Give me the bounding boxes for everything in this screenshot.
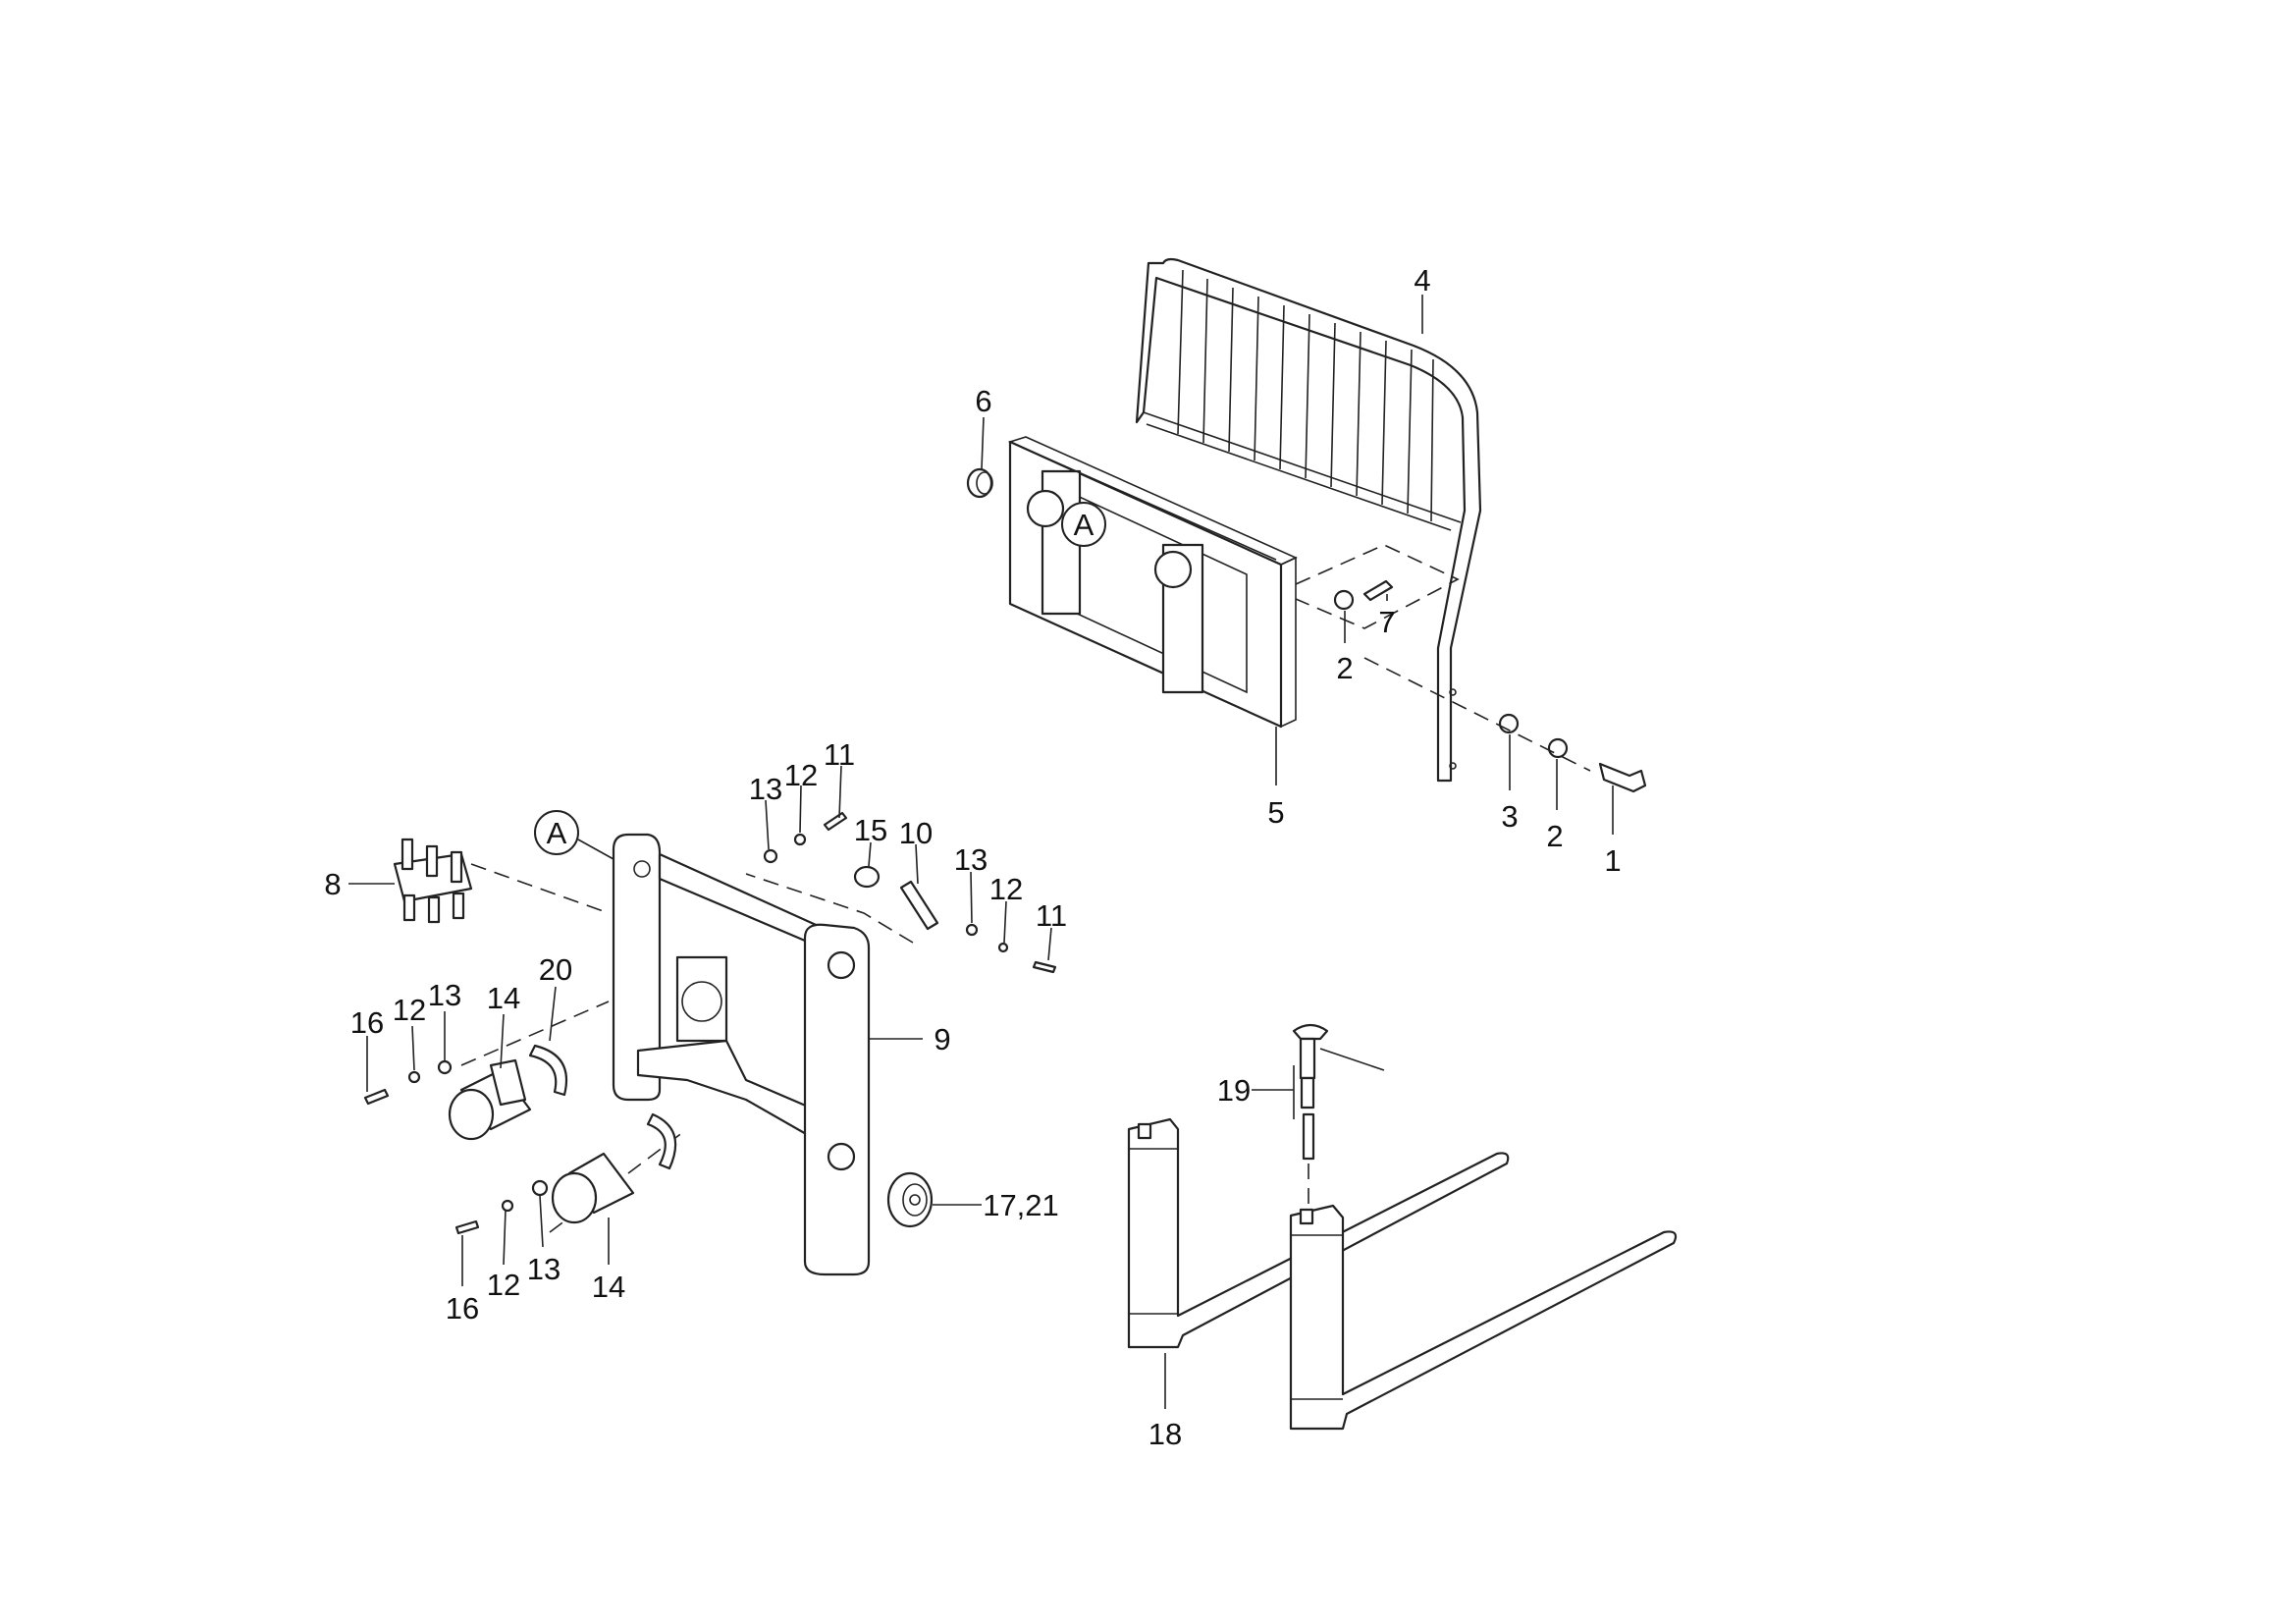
callout-6: 6 — [975, 384, 991, 418]
callout-19: 19 — [1217, 1073, 1251, 1108]
bolt-7 — [1362, 579, 1394, 602]
washer-13-b — [965, 923, 979, 937]
callout-20: 20 — [539, 952, 572, 987]
callout-labels: 1 2 2 3 4 5 6 7 8 9 10 11 11 12 12 12 12… — [324, 263, 1621, 1451]
nut-2 — [1547, 737, 1569, 759]
fork-left — [1127, 1117, 1510, 1349]
callout-8: 8 — [324, 867, 341, 901]
roller-17-21 — [886, 1171, 934, 1228]
svg-text:A: A — [547, 816, 567, 850]
sideshift-frame — [612, 833, 871, 1276]
callout-13: 13 — [527, 1252, 561, 1286]
fork-lock-19 — [1292, 1023, 1385, 1161]
callout-18: 18 — [1148, 1417, 1182, 1451]
screw-11-a — [823, 811, 848, 832]
callout-14: 14 — [487, 981, 520, 1015]
callout-15: 15 — [854, 813, 887, 847]
bushing-6 — [966, 467, 993, 499]
lockwasher-12-b — [997, 942, 1009, 953]
callout-7: 7 — [1378, 605, 1395, 639]
callout-12: 12 — [487, 1268, 520, 1302]
washer-2-top — [1333, 589, 1355, 611]
callout-16: 16 — [446, 1291, 479, 1326]
lockwasher-12-a — [793, 833, 807, 846]
callout-3: 3 — [1501, 799, 1518, 834]
callout-2: 2 — [1336, 651, 1353, 685]
callout-2: 2 — [1546, 819, 1563, 853]
callout-16: 16 — [350, 1005, 384, 1040]
callout-13: 13 — [954, 842, 988, 877]
callout-17-21: 17,21 — [983, 1188, 1059, 1222]
washer-13-a — [763, 848, 778, 864]
callout-10: 10 — [899, 816, 933, 850]
callout-13: 13 — [428, 978, 461, 1012]
callout-11: 11 — [1036, 898, 1067, 933]
pin-10 — [899, 880, 939, 931]
svg-text:A: A — [1074, 508, 1095, 542]
screw-11-b — [1032, 960, 1057, 974]
load-guard — [1135, 257, 1482, 783]
callout-14: 14 — [592, 1270, 625, 1304]
shim-20 — [528, 1044, 568, 1097]
shim-lower — [646, 1112, 677, 1170]
reference-marker-a-top: A — [1061, 502, 1106, 547]
callout-12: 12 — [784, 758, 818, 792]
bushing-15 — [853, 865, 881, 889]
cylinder-14-lower — [551, 1152, 635, 1224]
callout-12: 12 — [393, 993, 426, 1027]
callout-9: 9 — [934, 1022, 950, 1056]
bolt-1 — [1598, 762, 1647, 793]
callout-12: 12 — [989, 872, 1023, 906]
callout-5: 5 — [1267, 795, 1284, 830]
cylinder-14-upper — [448, 1058, 532, 1141]
fork-carriage — [1007, 436, 1298, 729]
callout-4: 4 — [1414, 263, 1430, 298]
leader-lines — [348, 295, 1614, 1409]
callout-1: 1 — [1604, 843, 1621, 878]
callout-13: 13 — [749, 772, 782, 806]
callout-11: 11 — [824, 737, 855, 772]
fork-right — [1289, 1204, 1678, 1431]
valve-block-8 — [393, 838, 473, 924]
reference-marker-a-frame: A — [534, 810, 614, 860]
